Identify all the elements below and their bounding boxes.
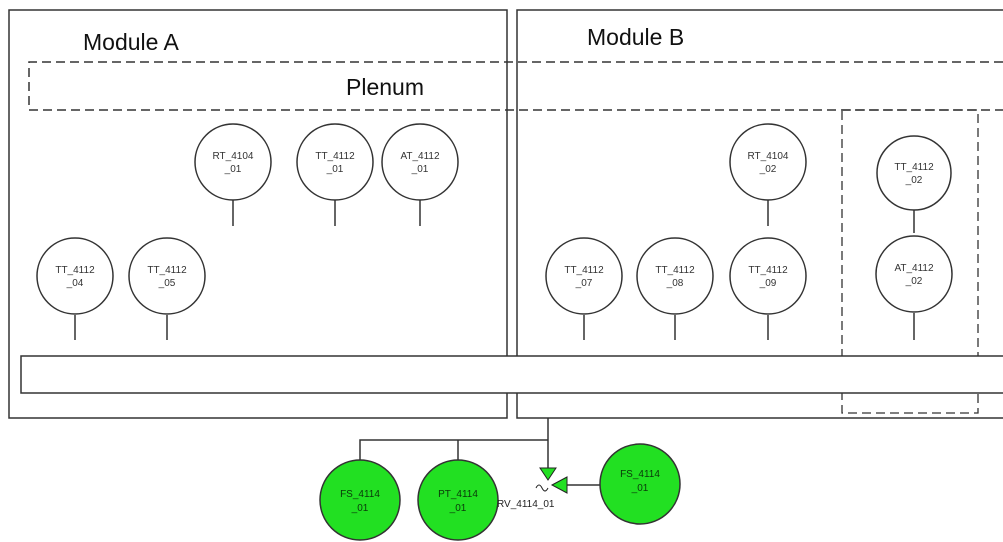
sensor-stems <box>74 200 915 340</box>
instrument-index: _01 <box>351 503 369 514</box>
sensor-tag: RT_4104 <box>213 151 254 162</box>
sensor-index: _02 <box>759 164 777 175</box>
sensor-tt4112-07[interactable]: TT_4112 _07 <box>545 237 623 315</box>
sensor-at4112-02[interactable]: AT_4112 _02 <box>875 235 953 313</box>
sensor-tag: TT_4112 <box>655 265 695 276</box>
sensor-index: _08 <box>666 278 684 289</box>
valve-triangle-down-icon <box>539 467 557 481</box>
sensor-tag: TT_4112 <box>315 151 355 162</box>
valve-triangle-side-icon <box>550 476 568 494</box>
sensor-tt4112-08[interactable]: TT_4112 _08 <box>636 237 714 315</box>
sensor-index: _01 <box>411 164 429 175</box>
sensor-rt4104-02[interactable]: RT_4104 _02 <box>729 123 807 201</box>
sensor-tt4112-04[interactable]: TT_4112 _04 <box>36 237 114 315</box>
sensor-at4112-01[interactable]: AT_4112 _01 <box>381 123 459 201</box>
instrument-tag: FS_4114 <box>340 489 380 500</box>
plenum-boundary <box>28 61 1003 111</box>
instrument-tag: FS_4114 <box>620 469 660 480</box>
sensor-index: _02 <box>905 175 923 186</box>
instrument-fs4114-01-left[interactable]: FS_4114 _01 <box>319 459 401 541</box>
sensor-tag: RT_4104 <box>748 151 789 162</box>
sensor-index: _09 <box>759 278 777 289</box>
spring-icon <box>535 484 549 492</box>
sensor-tag: TT_4112 <box>748 265 788 276</box>
valve-label: RV_4114_01 <box>497 499 555 510</box>
sensor-rt4104-01[interactable]: RT_4104 _01 <box>194 123 272 201</box>
sensor-tt4112-02[interactable]: TT_4112 _02 <box>876 135 952 211</box>
sensor-tag: TT_4112 <box>147 265 187 276</box>
sensor-tag: AT_4112 <box>894 263 934 274</box>
sensor-tag: TT_4112 <box>55 265 95 276</box>
sensor-index: _01 <box>326 164 344 175</box>
sensor-index: _01 <box>224 164 242 175</box>
enclosure-boundary <box>841 109 979 414</box>
sensor-index: _05 <box>158 278 176 289</box>
relief-valve[interactable]: RV_4114_01 <box>497 467 568 510</box>
piping <box>359 418 600 486</box>
instrument-pt4114-01[interactable]: PT_4114 _01 <box>417 459 499 541</box>
module-a-title: Module A <box>83 29 180 55</box>
instrument-index: _01 <box>449 503 467 514</box>
sensor-tt4112-09[interactable]: TT_4112 _09 <box>729 237 807 315</box>
sensor-tag: TT_4112 <box>564 265 604 276</box>
sensor-tag: AT_4112 <box>400 151 440 162</box>
sensor-tt4112-01[interactable]: TT_4112 _01 <box>296 123 374 201</box>
sensor-tag: TT_4112 <box>894 162 934 173</box>
module-b-title: Module B <box>587 24 684 50</box>
plenum-label: Plenum <box>346 74 424 100</box>
sensor-index: _04 <box>66 278 84 289</box>
duct <box>20 355 1003 394</box>
instrument-index: _01 <box>631 483 649 494</box>
sensor-index: _02 <box>905 276 923 287</box>
module-a-box <box>8 9 508 419</box>
instrument-fs4114-01-right[interactable]: FS_4114 _01 <box>599 443 681 525</box>
module-b-box <box>516 9 1003 419</box>
sensor-index: _07 <box>575 278 593 289</box>
sensor-tt4112-05[interactable]: TT_4112 _05 <box>128 237 206 315</box>
instrument-tag: PT_4114 <box>438 489 478 500</box>
